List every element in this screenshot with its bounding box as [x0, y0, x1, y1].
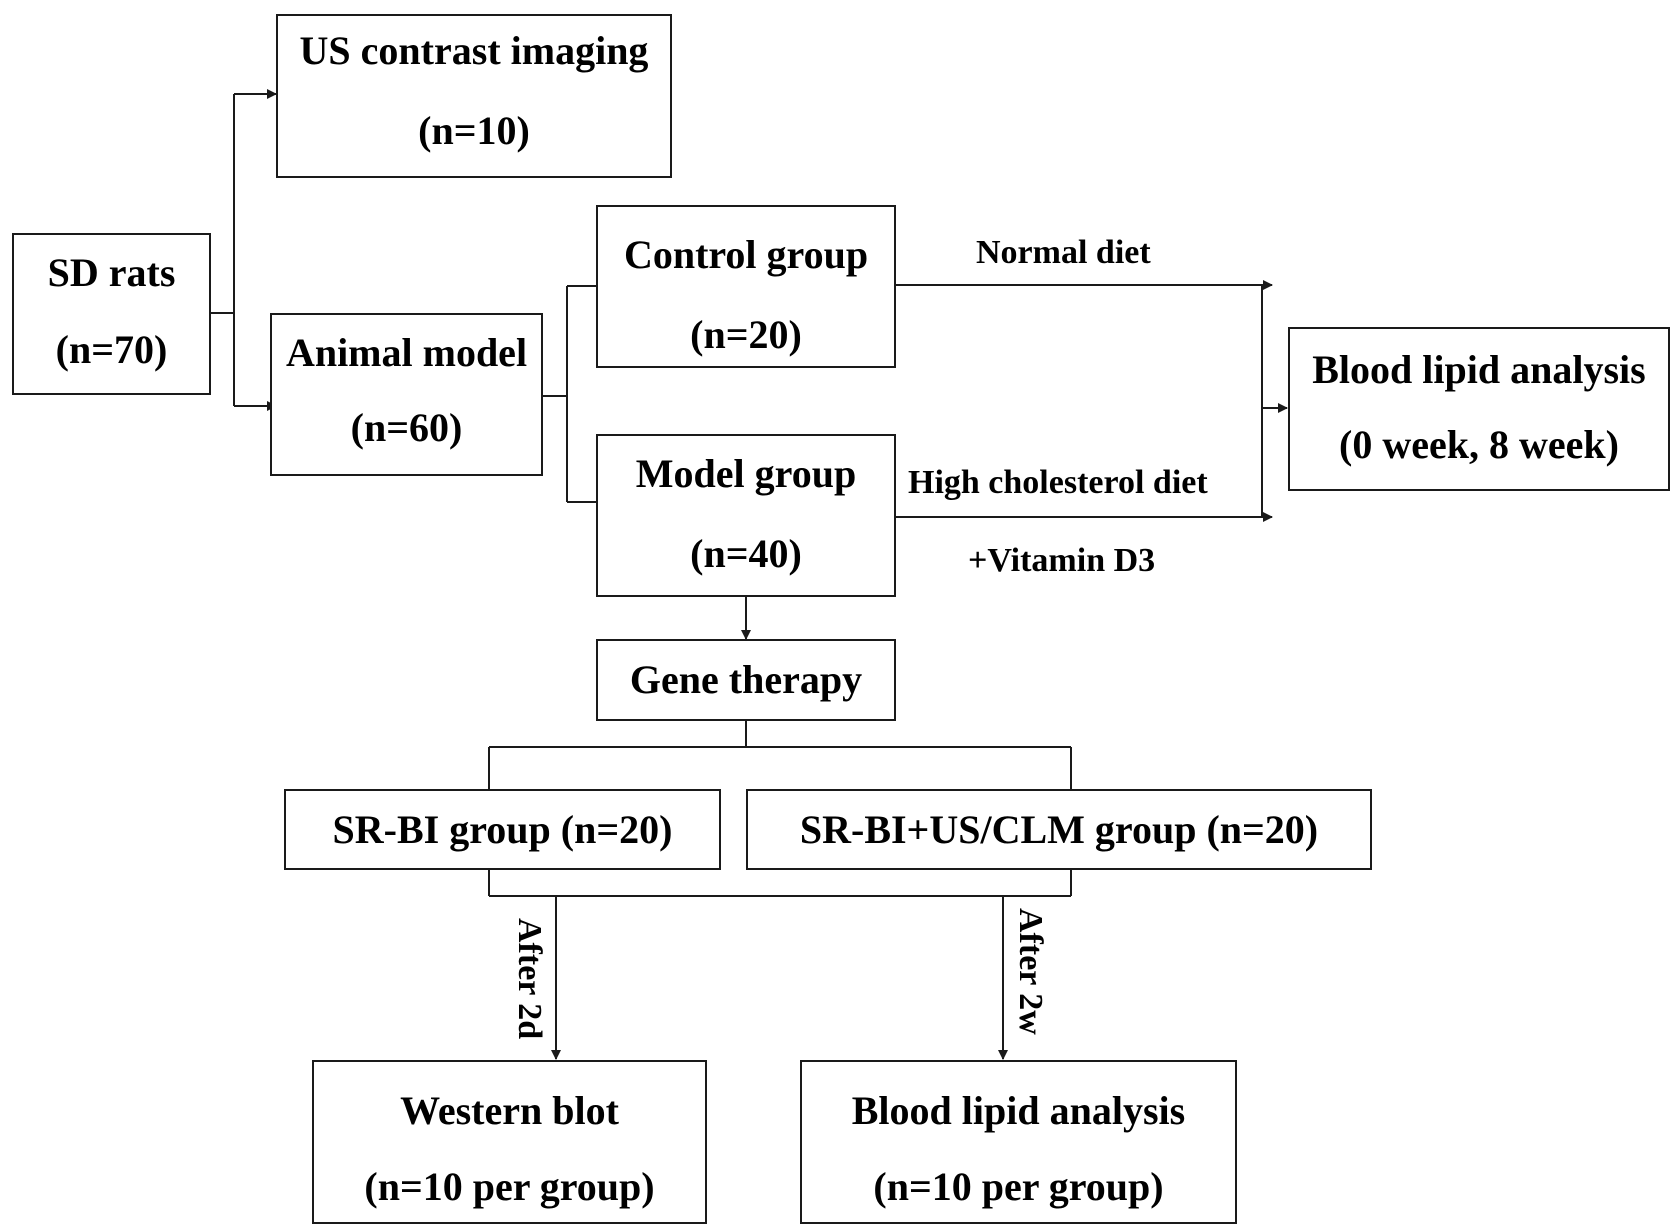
sd-rats-count: (n=70): [55, 327, 168, 372]
node-srbi-us-clm-group: SR-BI+US/CLM group (n=20): [746, 789, 1372, 870]
blood-lipid-bottom-count: (n=10 per group): [873, 1164, 1164, 1209]
model-group-label: Model group: [635, 451, 857, 496]
sd-rats-label: SD rats: [47, 250, 176, 295]
node-srbi-group: SR-BI group (n=20): [284, 789, 721, 870]
edge-label-vitamin-d3: +Vitamin D3: [968, 542, 1156, 579]
control-group-count: (n=20): [690, 312, 802, 357]
node-us-contrast-imaging: US contrast imaging (n=10): [276, 14, 672, 178]
node-animal-model: Animal model (n=60): [270, 313, 543, 476]
node-blood-lipid-analysis-bottom: Blood lipid analysis (n=10 per group): [800, 1060, 1237, 1224]
edge-label-high-cholesterol-diet: High cholesterol diet: [908, 464, 1208, 501]
node-western-blot: Western blot (n=10 per group): [312, 1060, 707, 1224]
edge-label-after-2d: After 2d: [511, 918, 548, 1040]
srbi-us-group-label: SR-BI+US/CLM group (n=20): [799, 807, 1319, 852]
western-blot-count: (n=10 per group): [364, 1164, 655, 1209]
blood-lipid-top-label: Blood lipid analysis: [1312, 347, 1646, 392]
blood-lipid-top-timing: (0 week, 8 week): [1339, 422, 1619, 467]
control-group-label: Control group: [623, 232, 869, 277]
us-contrast-count: (n=10): [418, 108, 530, 153]
edge-label-after-2w: After 2w: [1012, 908, 1049, 1035]
western-blot-label: Western blot: [400, 1088, 619, 1133]
blood-lipid-bottom-label: Blood lipid analysis: [851, 1088, 1186, 1133]
node-control-group: Control group (n=20): [596, 205, 896, 368]
srbi-group-label: SR-BI group (n=20): [332, 807, 673, 852]
node-sd-rats: SD rats (n=70): [12, 233, 211, 395]
animal-model-count: (n=60): [350, 405, 463, 450]
node-blood-lipid-analysis-top: Blood lipid analysis (0 week, 8 week): [1288, 327, 1670, 491]
animal-model-label: Animal model: [285, 330, 528, 375]
model-group-count: (n=40): [690, 531, 802, 576]
node-gene-therapy: Gene therapy: [596, 639, 896, 721]
node-model-group: Model group (n=40): [596, 434, 896, 597]
edge-label-normal-diet: Normal diet: [976, 234, 1151, 271]
gene-therapy-label: Gene therapy: [629, 657, 863, 702]
us-contrast-label: US contrast imaging: [299, 28, 649, 73]
